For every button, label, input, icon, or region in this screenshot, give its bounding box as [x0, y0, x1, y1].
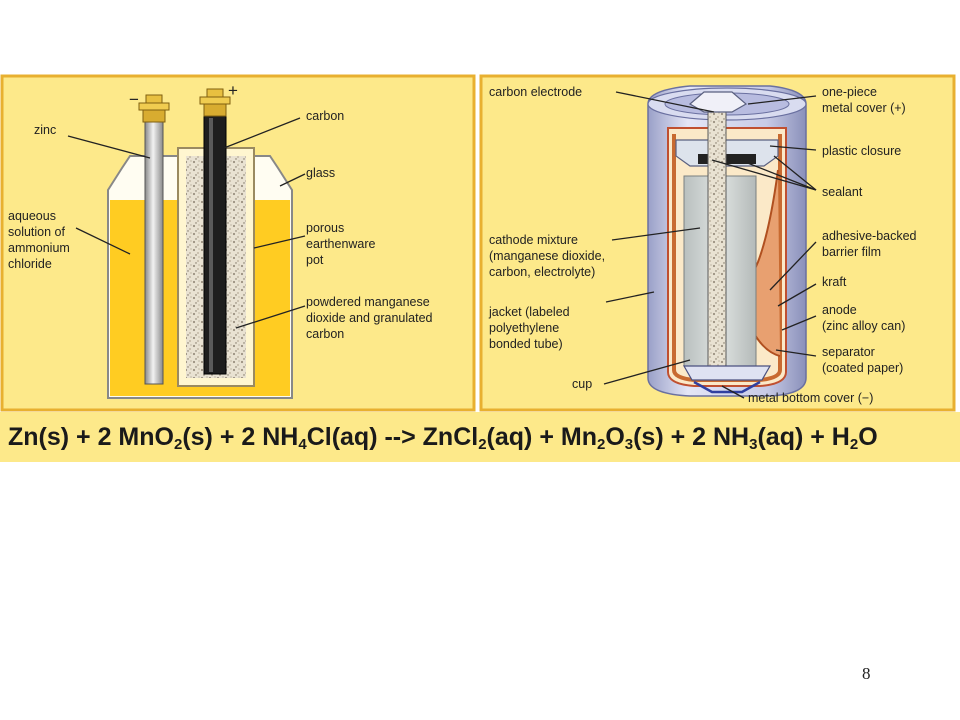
carbon-terminal-cap — [199, 88, 231, 117]
label-cup: cup — [572, 377, 592, 391]
label-separator-1: separator — [822, 345, 875, 359]
label-jacket-3: bonded tube) — [489, 337, 563, 351]
label-sealant: sealant — [822, 185, 863, 199]
positive-terminal-sign: + — [228, 81, 238, 100]
leclanche-cell-diagram: − + zinc carbon glass aqueous solution o… — [0, 74, 476, 412]
label-electrolyte-2: solution of — [8, 225, 66, 239]
label-electrolyte-3: ammonium — [8, 241, 70, 255]
label-paste-1: powdered manganese — [306, 295, 430, 309]
page-number: 8 — [862, 664, 871, 683]
dry-cell-diagram: carbon electrode one-piece metal cover (… — [479, 74, 956, 412]
label-cathode-1: cathode mixture — [489, 233, 578, 247]
label-pot-1: porous — [306, 221, 344, 235]
label-paste-2: dioxide and granulated — [306, 311, 433, 325]
label-electrolyte-1: aqueous — [8, 209, 56, 223]
label-jacket-1: jacket (labeled — [488, 305, 570, 319]
label-anode-2: (zinc alloy can) — [822, 319, 905, 333]
label-carbon: carbon — [306, 109, 344, 123]
reaction-equation: Zn(s) + 2 MnO2(s) + 2 NH4Cl(aq) --> ZnCl… — [8, 423, 878, 453]
label-pot-2: earthenware — [306, 237, 376, 251]
label-closure: plastic closure — [822, 144, 901, 158]
label-kraft: kraft — [822, 275, 847, 289]
label-bottom-cover: metal bottom cover (−) — [748, 391, 873, 405]
label-glass: glass — [306, 166, 335, 180]
top-cover — [688, 91, 748, 113]
label-barrier-1: adhesive-backed — [822, 229, 917, 243]
label-pot-3: pot — [306, 253, 324, 267]
label-zinc: zinc — [34, 123, 56, 137]
label-paste-3: carbon — [306, 327, 344, 341]
bottom-cover — [693, 380, 761, 394]
carbon-rod — [203, 115, 227, 375]
label-barrier-2: barrier film — [822, 245, 881, 259]
label-anode-1: anode — [822, 303, 857, 317]
carbon-electrode — [707, 99, 727, 369]
bottom-cup — [682, 365, 772, 381]
negative-terminal-sign: − — [129, 90, 139, 109]
equation-band — [0, 412, 960, 462]
label-jacket-2: polyethylene — [489, 321, 559, 335]
label-cathode-3: carbon, electrolyte) — [489, 265, 595, 279]
label-cover-2: metal cover (+) — [822, 101, 906, 115]
label-carbon-electrode: carbon electrode — [489, 85, 582, 99]
label-cover-1: one-piece — [822, 85, 877, 99]
zinc-terminal-cap — [138, 94, 170, 123]
zinc-rod — [144, 119, 164, 385]
label-separator-2: (coated paper) — [822, 361, 903, 375]
label-cathode-2: (manganese dioxide, — [489, 249, 605, 263]
label-electrolyte-4: chloride — [8, 257, 52, 271]
